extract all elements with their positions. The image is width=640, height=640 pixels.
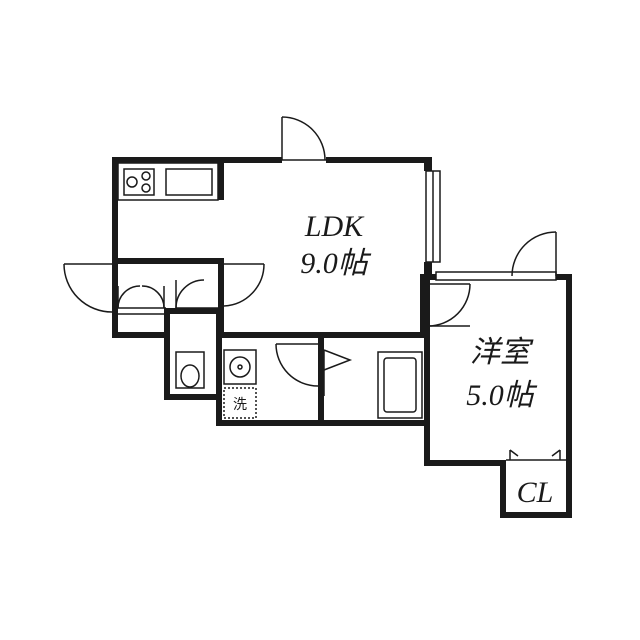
kitchen-counter	[117, 162, 219, 201]
walls	[112, 157, 572, 518]
washbasin	[223, 349, 257, 385]
wash-door	[323, 349, 353, 396]
western-door	[427, 283, 471, 327]
washer-space	[223, 387, 257, 419]
western-room-size: 5.0帖	[466, 379, 538, 412]
ldk-name: LDK	[304, 210, 365, 243]
closet-label: CL	[517, 476, 554, 509]
right-exterior-door	[223, 263, 265, 307]
left-exterior-door	[63, 263, 113, 313]
balcony-door	[511, 231, 557, 277]
entry-door	[281, 116, 326, 161]
closet-doors	[117, 279, 218, 315]
toilet-fixture	[175, 351, 205, 389]
western-room-name: 洋室	[470, 336, 534, 369]
bathtub	[377, 351, 423, 419]
western-window	[435, 271, 557, 281]
closet-marks	[506, 449, 566, 461]
ldk-window	[425, 170, 441, 263]
washer-label: 洗	[233, 397, 247, 413]
ldk-size: 9.0帖	[300, 247, 372, 280]
bath-door	[275, 343, 319, 387]
